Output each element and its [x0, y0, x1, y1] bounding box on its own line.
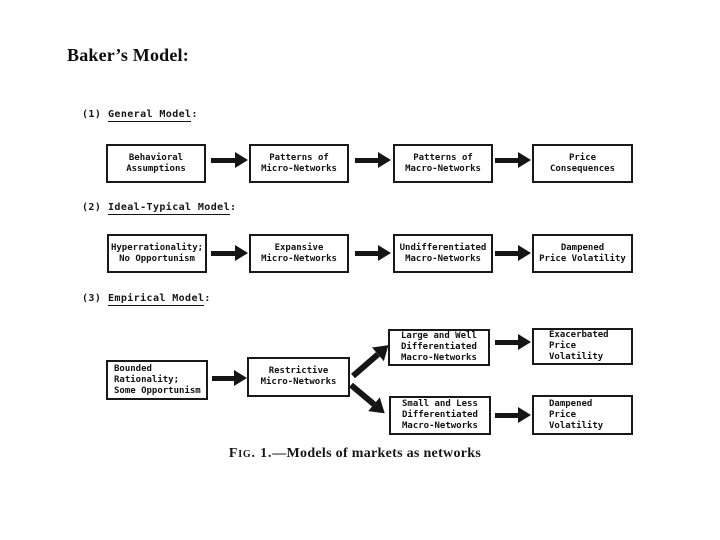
- box-dampened-volatility: Dampened Price Volatility: [532, 395, 633, 435]
- right-arrow-icon: [211, 152, 248, 168]
- section-2-colon: :: [230, 202, 237, 213]
- right-arrow-icon: [212, 370, 247, 386]
- section-2-name: Ideal-Typical Model: [108, 202, 230, 215]
- box-patterns-macro-networks: Patterns of Macro-Networks: [393, 144, 493, 183]
- right-arrow-icon: [355, 152, 391, 168]
- right-arrow-icon: [355, 245, 391, 261]
- box-bounded-rationality: Bounded Rationality; Some Opportunism: [106, 360, 208, 400]
- diagonal-up-arrow-icon: [348, 338, 395, 382]
- box-restrictive-micro-networks: Restrictive Micro-Networks: [247, 357, 350, 397]
- box-small-less-differentiated: Small and Less Differentiated Macro-Netw…: [389, 396, 491, 435]
- right-arrow-icon: [495, 334, 531, 350]
- box-hyperrationality: Hyperrationality; No Opportunism: [107, 234, 207, 273]
- figure-caption-label: Fig. 1.: [228, 446, 273, 461]
- box-patterns-micro-networks: Patterns of Micro-Networks: [249, 144, 349, 183]
- section-1-number: (1): [82, 109, 102, 120]
- section-2-label: (2) Ideal-Typical Model:: [82, 202, 237, 215]
- box-undifferentiated-macro-networks: Undifferentiated Macro-Networks: [393, 234, 493, 273]
- right-arrow-icon: [495, 407, 531, 423]
- section-3-number: (3): [82, 293, 102, 304]
- section-3-label: (3) Empirical Model:: [82, 293, 211, 306]
- figure-caption: Fig. 1.—Models of markets as networks: [10, 446, 700, 462]
- diagonal-down-arrow-icon: [346, 379, 391, 421]
- figure-caption-text: —Models of markets as networks: [272, 446, 482, 461]
- box-large-well-differentiated: Large and Well Differentiated Macro-Netw…: [388, 329, 490, 366]
- section-3-name: Empirical Model: [108, 293, 205, 306]
- box-price-consequences: Price Consequences: [532, 144, 633, 183]
- slide-title: Baker’s Model:: [67, 45, 189, 65]
- section-1-label: (1) General Model:: [82, 109, 198, 122]
- right-arrow-icon: [211, 245, 248, 261]
- right-arrow-icon: [495, 245, 531, 261]
- box-dampened-price-volatility: Dampened Price Volatility: [532, 234, 633, 273]
- section-1-colon: :: [191, 109, 198, 120]
- box-expansive-micro-networks: Expansive Micro-Networks: [249, 234, 349, 273]
- box-exacerbated-price-volatility: Exacerbated Price Volatility: [532, 328, 633, 365]
- section-2-number: (2): [82, 202, 102, 213]
- section-1-name: General Model: [108, 109, 192, 122]
- section-3-colon: :: [204, 293, 211, 304]
- right-arrow-icon: [495, 152, 531, 168]
- box-behavioral-assumptions: Behavioral Assumptions: [106, 144, 206, 183]
